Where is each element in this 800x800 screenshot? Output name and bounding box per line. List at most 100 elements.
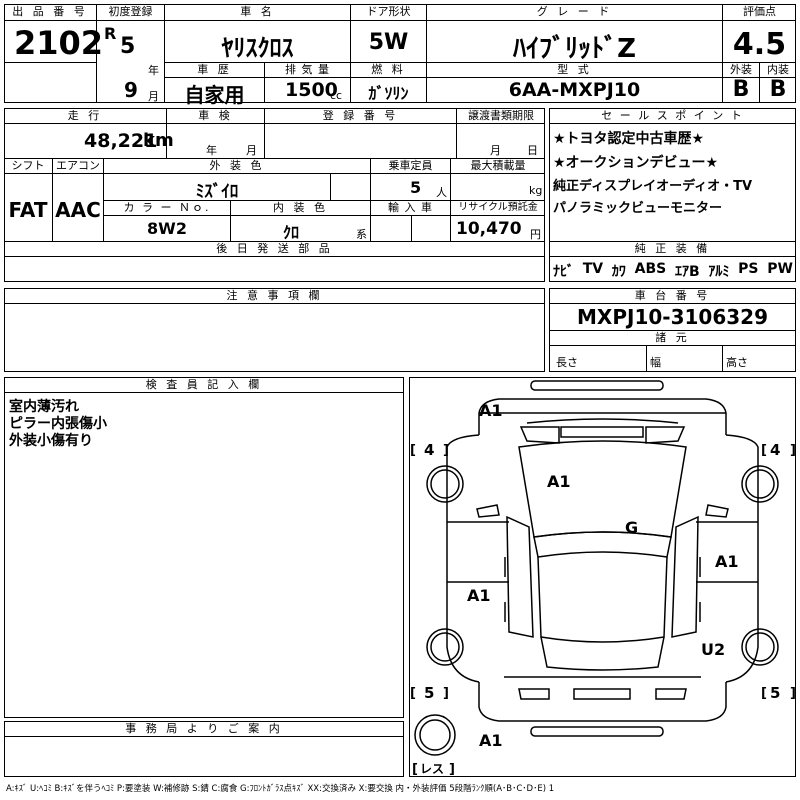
sales-point-4: パノラミックビューモニター bbox=[553, 201, 723, 216]
svg-text:[: [ bbox=[412, 762, 418, 777]
svg-text:]: ] bbox=[443, 443, 449, 458]
notes-panel bbox=[4, 288, 545, 372]
interior-label: 内装 bbox=[767, 63, 789, 76]
shift: FAT bbox=[8, 198, 48, 222]
equipment-item: TV bbox=[582, 261, 604, 277]
door-type: 5W bbox=[368, 30, 409, 55]
equipment-item: ｶﾜ bbox=[611, 264, 626, 280]
chassis-number: MXPJ10-3106329 bbox=[577, 305, 768, 329]
transfer-day-unit: 日 bbox=[527, 144, 538, 157]
exterior-label: 外装 bbox=[730, 63, 752, 76]
damage-mark-hood: A1 bbox=[547, 472, 571, 491]
capacity-unit: 人 bbox=[436, 186, 447, 199]
max-load-label: 最大積載量 bbox=[470, 159, 526, 172]
sales-point-label: セ ー ル ス ポ イ ン ト bbox=[601, 109, 744, 122]
mileage-label: 走 行 bbox=[67, 109, 103, 122]
month-unit: 月 bbox=[148, 90, 159, 103]
fuel: ｶﾞｿﾘﾝ bbox=[368, 84, 409, 103]
interior-color-label: 内 装 色 bbox=[273, 201, 328, 214]
exterior-color: ﾐｽﾞｲﾛ bbox=[195, 182, 239, 202]
grade-label: グ レ ー ド bbox=[536, 5, 613, 18]
inspector-note-3: 外装小傷有り bbox=[9, 433, 93, 449]
chassis-number-label: 車 台 番 号 bbox=[634, 289, 711, 302]
recycle-fee-label: リサイクル預託金 bbox=[458, 202, 538, 213]
recycle-fee: 10,470 bbox=[456, 219, 522, 239]
car-outline-diagram: [] [] [] [] [] bbox=[410, 380, 796, 777]
length-label: 長さ bbox=[556, 356, 578, 369]
inspection-year-unit: 年 bbox=[206, 144, 217, 157]
equipment-item: PW bbox=[767, 261, 793, 277]
lot-number-label: 出 品 番 号 bbox=[12, 5, 88, 18]
inspection-month-unit: 月 bbox=[246, 144, 257, 157]
tire-front-right: 4 bbox=[770, 441, 781, 459]
damage-mark-rear: A1 bbox=[479, 731, 503, 750]
model-label: 型 式 bbox=[557, 63, 592, 76]
equipment-item: ｱﾙﾐ bbox=[708, 264, 730, 280]
exterior-color-label: 外 装 色 bbox=[209, 159, 265, 172]
color-number: 8W2 bbox=[147, 219, 187, 238]
equipment-item: ﾅﾋﾞ bbox=[553, 264, 574, 280]
lot-number: 2102 bbox=[14, 24, 104, 62]
capacity: 5 bbox=[410, 178, 422, 197]
svg-text:]: ] bbox=[790, 443, 796, 458]
sales-point-1: ★トヨタ認定中古車歴★ bbox=[553, 131, 705, 147]
equipment-item: PS bbox=[738, 261, 759, 277]
car-name-label: 車 名 bbox=[240, 5, 275, 18]
equipment-label: 純 正 装 備 bbox=[634, 242, 711, 255]
inspector-note-1: 室内薄汚れ bbox=[9, 399, 79, 415]
displacement-label: 排 気 量 bbox=[285, 63, 330, 76]
svg-text:]: ] bbox=[790, 686, 796, 701]
vehicle-history: 自家用 bbox=[184, 83, 245, 107]
interior-color: ｸﾛ bbox=[282, 223, 299, 242]
max-load-unit: kg bbox=[529, 184, 543, 197]
damage-mark-roof: G bbox=[625, 518, 639, 537]
damage-diagram-panel bbox=[409, 377, 796, 777]
transfer-month-unit: 月 bbox=[490, 144, 501, 157]
svg-text:]: ] bbox=[443, 686, 449, 701]
car-name: ﾔﾘｽｸﾛｽ bbox=[221, 34, 294, 62]
mileage: 48,221 bbox=[84, 130, 158, 152]
spec-label: 諸 元 bbox=[655, 331, 690, 344]
era: R bbox=[104, 24, 117, 43]
later-parts-label: 後 日 発 送 部 品 bbox=[216, 242, 333, 255]
door-label: ドア形状 bbox=[366, 5, 411, 18]
equipment-list: ﾅﾋﾞ TV ｶﾜ ABS ｴｱB ｱﾙﾐ PS PW bbox=[553, 261, 793, 281]
reg-year: 5 bbox=[120, 34, 136, 59]
damage-mark-right-rear: U2 bbox=[701, 640, 726, 659]
width-label: 幅 bbox=[650, 356, 661, 369]
year-unit: 年 bbox=[148, 64, 159, 77]
score: 4.5 bbox=[732, 27, 787, 62]
color-number-label: カ ラ ー Ｎｏ. bbox=[123, 201, 211, 214]
legend-text: A:ｷｽﾞ U:ﾍｺﾐ B:ｷｽﾞを伴うﾍｺﾐ P:要塗装 W:補修跡 S:錆 … bbox=[6, 784, 555, 794]
vehicle-detail-table bbox=[4, 108, 545, 282]
inspection-label: 車 検 bbox=[198, 109, 233, 122]
spare-tire-label: レス bbox=[420, 762, 445, 776]
height-label: 高さ bbox=[726, 356, 748, 369]
reg-month: 9 bbox=[124, 78, 138, 102]
transfer-deadline-label: 譲渡書類期限 bbox=[468, 109, 534, 122]
grade: ﾊｲﾌﾞﾘｯﾄﾞZ bbox=[513, 34, 636, 64]
registration-number-label: 登 録 番 号 bbox=[322, 109, 399, 122]
svg-text:[: [ bbox=[410, 686, 416, 701]
equipment-item: ｴｱB bbox=[674, 264, 700, 280]
sales-point-panel bbox=[549, 108, 796, 282]
tire-rear-right: 5 bbox=[770, 684, 781, 702]
inspector-note-2: ピラー内張傷小 bbox=[9, 416, 107, 432]
fuel-label: 燃 料 bbox=[371, 63, 406, 76]
office-guidance-label: 事 務 局 よ り ご 案 内 bbox=[125, 722, 283, 735]
svg-text:[: [ bbox=[761, 686, 767, 701]
notes-label: 注 意 事 項 欄 bbox=[226, 289, 323, 302]
svg-text:[: [ bbox=[410, 443, 416, 458]
aircon: AAC bbox=[55, 198, 101, 222]
displacement-unit: cc bbox=[330, 89, 343, 102]
tire-front-left: 4 bbox=[424, 441, 435, 459]
mileage-unit: km bbox=[143, 130, 174, 151]
inspector-notes-label: 検 査 員 記 入 欄 bbox=[145, 378, 263, 391]
exterior-grade: B bbox=[732, 77, 750, 102]
damage-mark-right-door: A1 bbox=[715, 552, 739, 571]
office-guidance-panel bbox=[4, 721, 404, 777]
svg-text:]: ] bbox=[449, 762, 455, 777]
first-registration-label: 初度登録 bbox=[108, 5, 153, 18]
damage-mark-left-door: A1 bbox=[467, 586, 491, 605]
score-label: 評価点 bbox=[743, 5, 776, 18]
